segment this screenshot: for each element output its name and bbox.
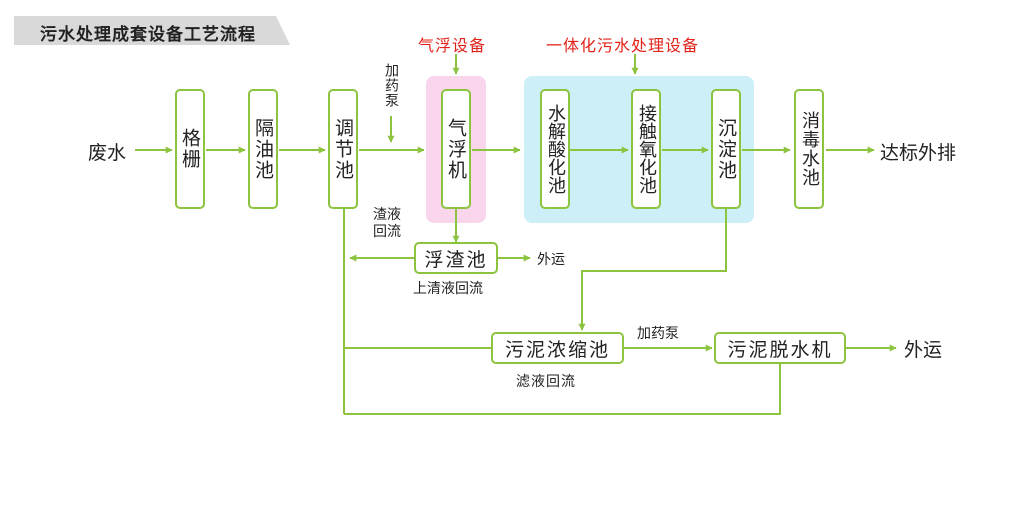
contact-oxidation-tank-box: 接触氧化池 [631,89,661,209]
supernatant-return-label: 上清液回流 [413,281,483,297]
haul-away-label-1: 外运 [537,252,565,268]
integrated-group-label: 一体化污水处理设备 [546,36,700,55]
equalization-tank-box: 调节池 [328,89,358,209]
air-flotation-machine-box: 气浮机 [441,89,471,209]
oil-separator-box: 隔油池 [248,89,278,209]
header-banner-shape [14,16,290,45]
hydrolysis-tank-label: 水解酸化池 [545,104,566,194]
sludge-thickener-label: 污泥浓缩池 [504,338,610,361]
contact-oxidation-tank-label: 接触氧化池 [636,104,657,194]
haul-away-label-2: 外运 [904,339,943,361]
filtrate-return-label: 滤液回流 [516,374,576,390]
disinfection-tank-label: 消毒水池 [799,111,820,187]
bar-screen-label: 格栅 [179,128,201,170]
scum-tank-box: 浮渣池 [414,242,498,274]
line-dewatering-return [344,364,781,415]
air-flotation-machine-label: 气浮机 [445,117,467,181]
air-flotation-group-label: 气浮设备 [418,36,487,55]
bar-screen-box: 格栅 [175,89,205,209]
equalization-tank-label: 调节池 [332,117,354,181]
scum-return-label: 渣液回流 [373,207,401,240]
discharge-label: 达标外排 [880,142,957,164]
page-title: 污水处理成套设备工艺流程 [40,25,256,45]
arrow-sedimentation-to-thickener [578,209,727,331]
dosing-pump-label-1: 加药泵 [383,63,399,108]
sedimentation-tank-label: 沉淀池 [715,117,737,181]
sludge-dewatering-label: 污泥脱水机 [727,338,833,361]
scum-tank-label: 浮渣池 [424,248,488,271]
disinfection-tank-box: 消毒水池 [794,89,824,209]
sludge-dewatering-box: 污泥脱水机 [714,332,846,364]
header-banner: 污水处理成套设备工艺流程 [14,16,290,45]
waste-water-label: 废水 [88,142,127,164]
oil-separator-label: 隔油池 [252,117,274,181]
hydrolysis-tank-box: 水解酸化池 [540,89,570,209]
sludge-thickener-box: 污泥浓缩池 [491,332,624,364]
dosing-pump-label-2: 加药泵 [637,326,679,342]
sedimentation-tank-box: 沉淀池 [711,89,741,209]
